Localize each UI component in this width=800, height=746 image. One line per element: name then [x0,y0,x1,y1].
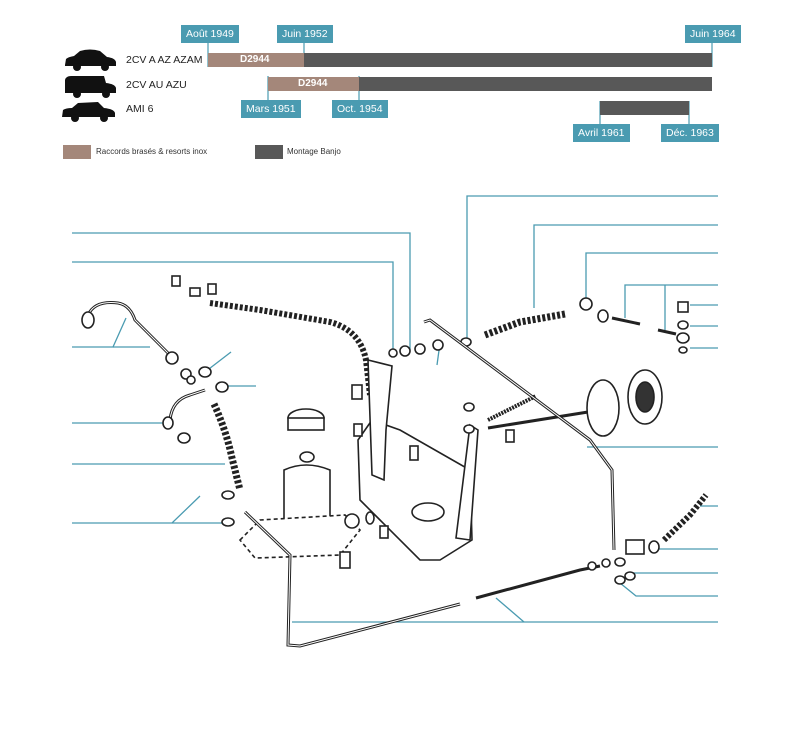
bar-2cv-au-banjo [359,77,712,91]
date-tag-oct-1954: Oct. 1954 [332,100,388,118]
date-tag-juin-1952: Juin 1952 [277,25,333,43]
legend-label-brazed: Raccords brasés & resorts inox [96,147,208,156]
model-label-ami6: AMI 6 [126,103,154,115]
legend-swatch-banjo [255,145,283,159]
date-tag-aout-1949: Août 1949 [181,25,239,43]
date-tag-mars-1951: Mars 1951 [241,100,301,118]
bar-code-row2: D2944 [298,78,328,89]
date-tag-juin-1964: Juin 1964 [685,25,741,43]
bar-2cv-a-brazed [208,53,304,67]
bar-2cv-a-banjo [304,53,712,67]
bar-code-row1: D2944 [240,54,270,65]
van-icon [65,76,116,98]
legend-label-banjo: Montage Banjo [287,147,341,156]
car-ami-icon [62,102,115,122]
date-tag-avril-1961: Avril 1961 [573,124,630,142]
model-label-2cv-a: 2CV A AZ AZAM [126,54,203,66]
parts [81,275,709,648]
date-tag-dec-1963: Déc. 1963 [661,124,719,142]
car-sedan-icon [65,49,116,71]
bar-ami6-banjo [600,101,689,115]
leader-lines [72,195,718,623]
legend-swatch-brazed [63,145,91,159]
bar-2cv-au-brazed [268,77,359,91]
model-label-2cv-au: 2CV AU AZU [126,79,187,91]
